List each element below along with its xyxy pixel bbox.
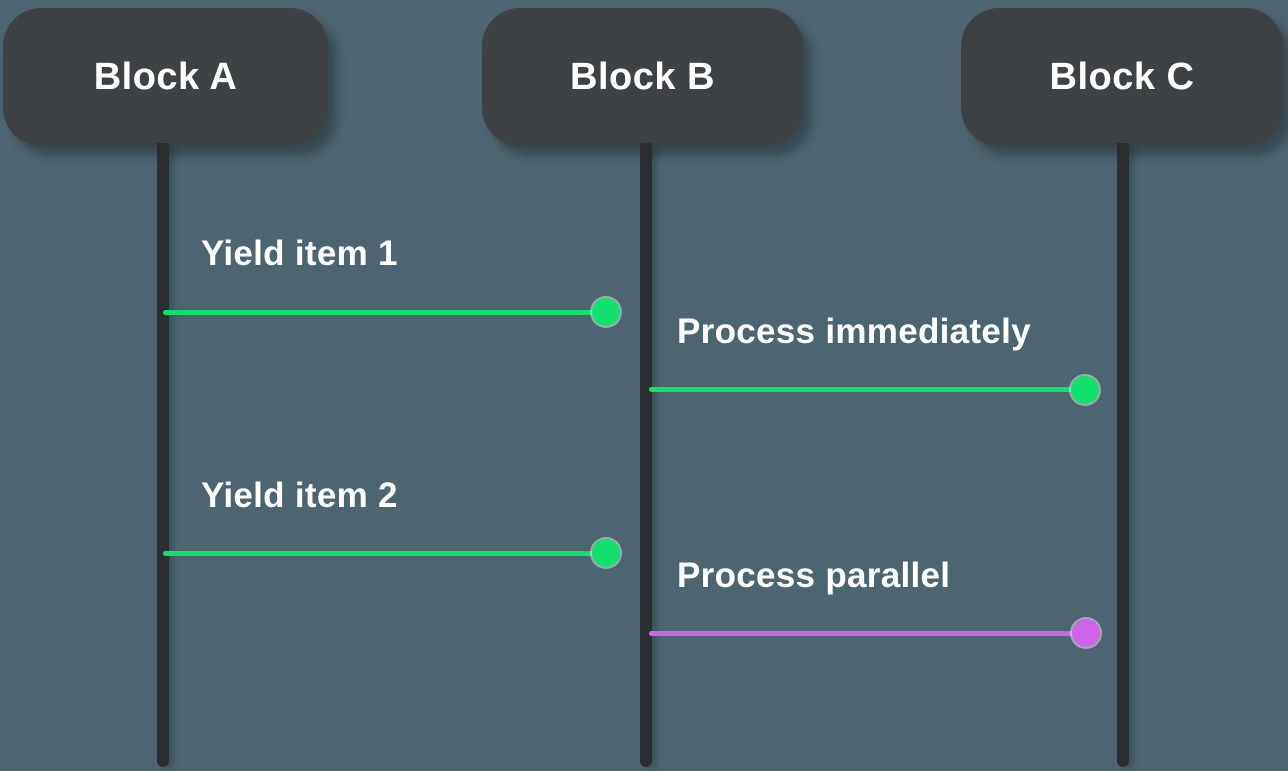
actor-block-c-label: Block C: [1049, 55, 1195, 98]
actor-block-a-label: Block A: [93, 55, 238, 98]
lifeline-block-b: [640, 143, 652, 767]
message-label-process-parallel: Process parallel: [677, 556, 951, 595]
lifeline-block-a: [157, 143, 169, 767]
actor-block-b-label: Block B: [570, 55, 715, 98]
message-label-yield-item-2: Yield item 2: [201, 476, 398, 515]
message-line-process-parallel: [649, 631, 1086, 636]
actor-block-b: Block B: [482, 8, 803, 146]
message-label-process-immediately: Process immediately: [677, 312, 1031, 351]
arrow-dot-icon: [1071, 376, 1099, 404]
actor-block-c: Block C: [961, 8, 1283, 146]
arrow-dot-icon: [592, 539, 620, 567]
message-label-yield-item-1: Yield item 1: [201, 234, 398, 273]
actor-block-a: Block A: [3, 8, 328, 146]
message-line-yield-item-1: [163, 310, 606, 315]
arrow-dot-icon: [592, 298, 620, 326]
message-line-process-immediately: [649, 387, 1085, 392]
lifeline-block-c: [1117, 143, 1129, 767]
message-line-yield-item-2: [163, 551, 606, 556]
arrow-dot-icon: [1072, 619, 1100, 647]
